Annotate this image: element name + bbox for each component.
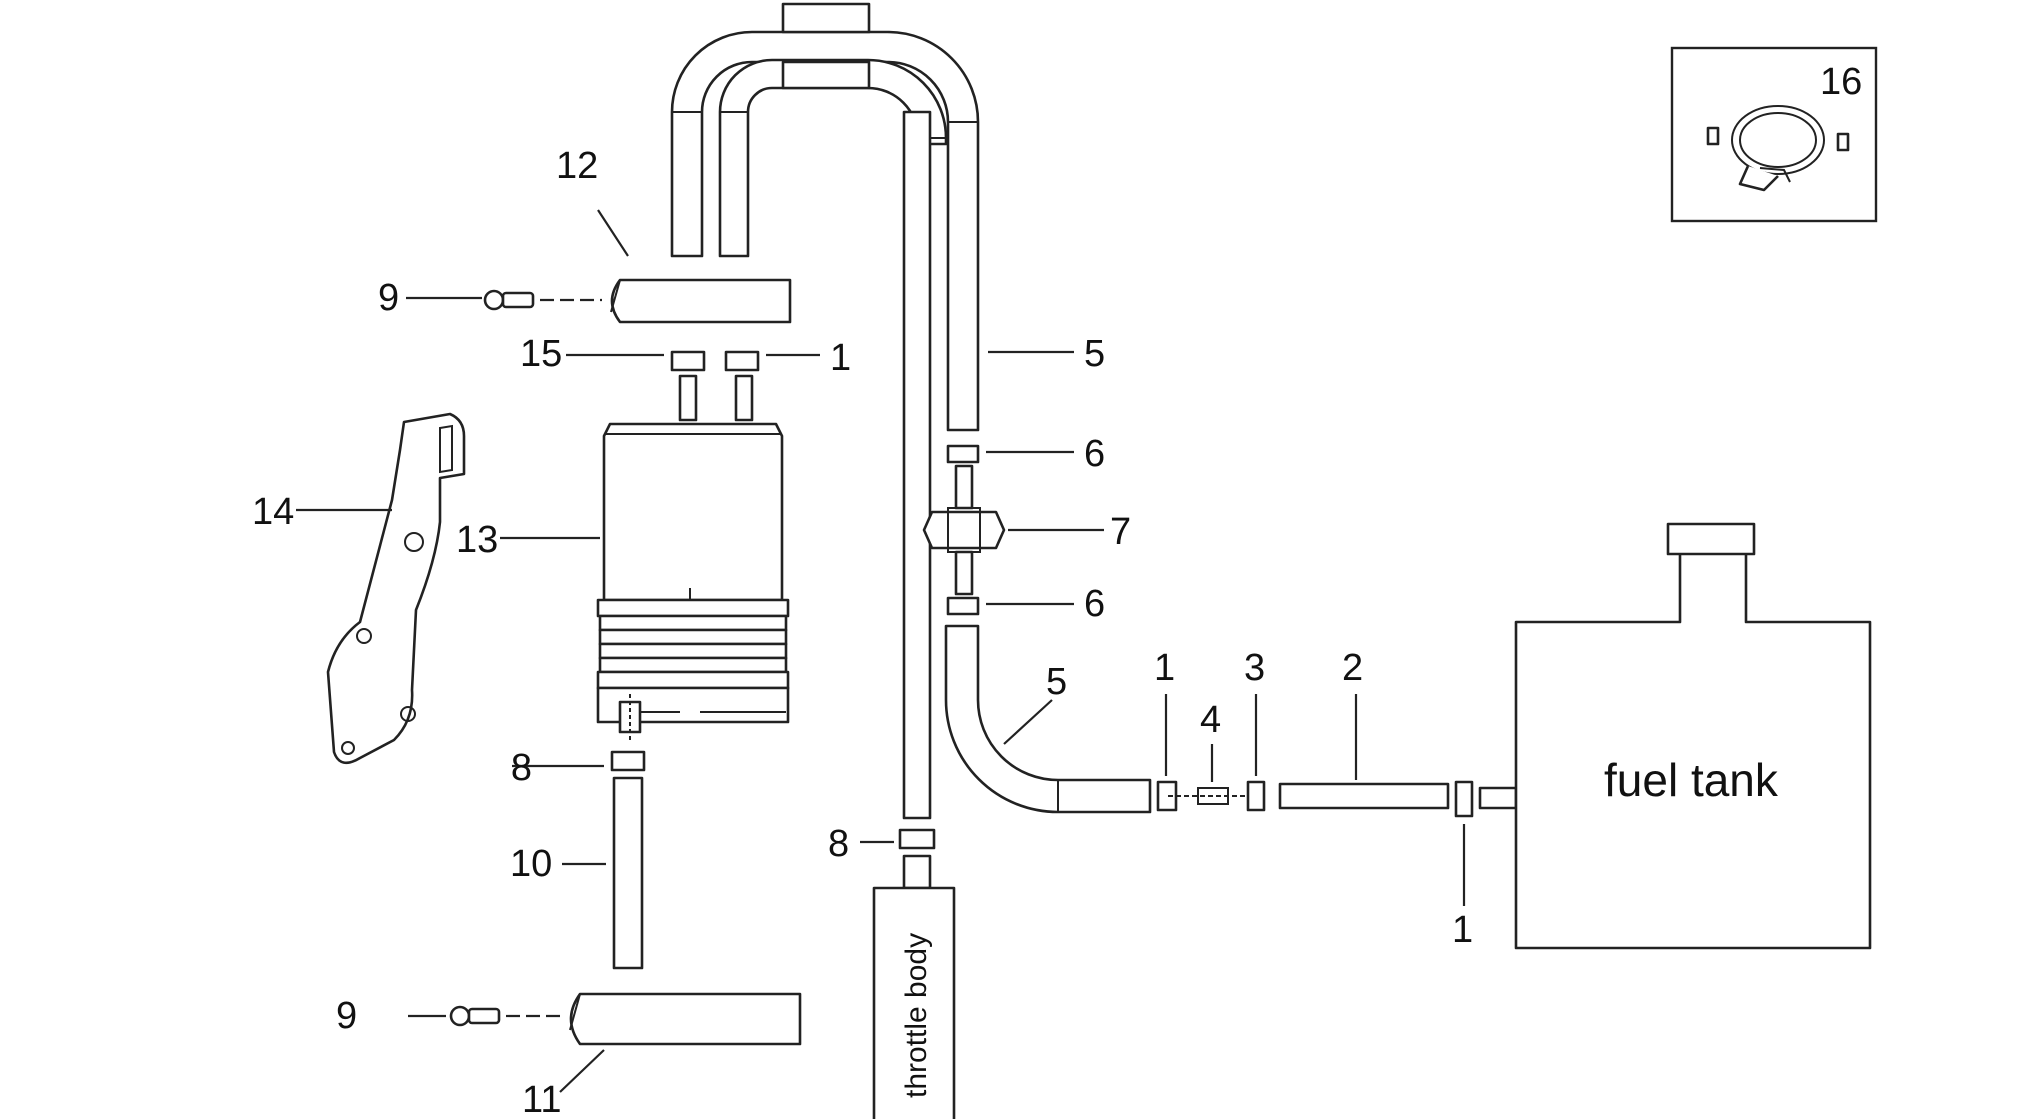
part-1-cap-top (724, 350, 760, 372)
callout-6-upper: 6 (1084, 433, 1105, 475)
callouts: 12 9 15 1 5 6 7 6 5 1 4 3 2 1 13 14 8 8 … (252, 145, 1473, 1119)
callout-9-lower: 9 (336, 995, 357, 1037)
callout-8-right: 8 (828, 823, 849, 865)
vent-hose-loop (670, 2, 980, 820)
part-9-screw-upper (483, 289, 602, 311)
callout-9-upper: 9 (378, 277, 399, 319)
part-14-bracket (326, 412, 466, 765)
part-8-cap-left (610, 750, 646, 772)
callout-8-left: 8 (511, 747, 532, 789)
part-11-sleeve (569, 992, 802, 1046)
part-1-clip-mid (1156, 780, 1178, 812)
part-13-canister (596, 374, 790, 740)
callout-1-tank: 1 (1452, 909, 1473, 951)
callout-10: 10 (510, 843, 552, 885)
callout-11: 11 (522, 1079, 561, 1119)
part-1-clip-tank (1454, 780, 1474, 818)
callout-16: 16 (1820, 61, 1862, 103)
callout-15: 15 (520, 333, 562, 375)
callout-5-lower: 5 (1046, 661, 1067, 703)
part-4-filter (1168, 787, 1250, 805)
callout-4: 4 (1200, 699, 1221, 741)
part-15-cap (670, 350, 706, 372)
callout-7: 7 (1110, 511, 1131, 553)
inset-box-16: 16 (1670, 46, 1878, 223)
throttle-body: throttle body (872, 828, 956, 1119)
hose-clamp-icon (1706, 105, 1850, 192)
callout-12: 12 (556, 145, 598, 187)
part-6-clip-upper (946, 444, 980, 464)
part-7-valve (922, 464, 1006, 596)
leader-lines (296, 209, 1466, 1093)
callout-6-lower: 6 (1084, 583, 1105, 625)
part-10-tube (612, 776, 644, 970)
part-5-hose-lower (944, 624, 1152, 814)
part-9-screw-lower (449, 1005, 566, 1027)
fuel-tank-label: fuel tank (1604, 754, 1779, 806)
callout-13: 13 (456, 519, 498, 561)
part-12-sleeve (610, 278, 792, 324)
callout-2: 2 (1342, 647, 1363, 689)
fuel-tank: fuel tank (1478, 522, 1872, 950)
throttle-body-label: throttle body (900, 933, 933, 1098)
callout-5-upper: 5 (1084, 333, 1105, 375)
callout-1-top: 1 (830, 337, 851, 379)
callout-3: 3 (1244, 647, 1265, 689)
part-3-clip (1246, 780, 1266, 812)
callout-1-mid: 1 (1154, 647, 1175, 689)
callout-14: 14 (252, 491, 294, 533)
part-6-clip-lower (946, 596, 980, 616)
part-2-tube (1278, 782, 1450, 810)
